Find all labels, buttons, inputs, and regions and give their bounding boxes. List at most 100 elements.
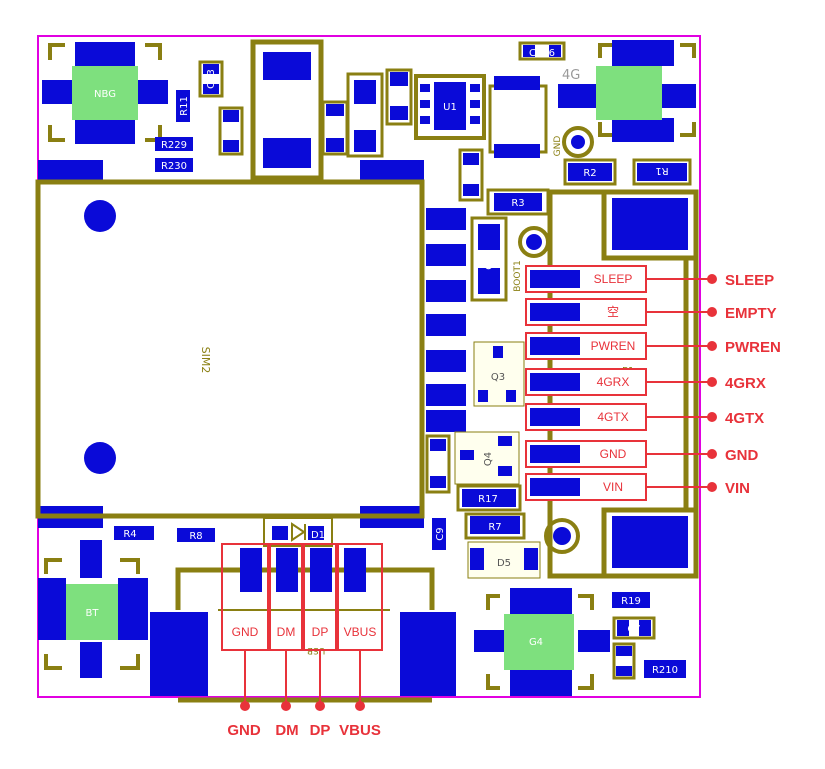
c1-label: C1 (280, 107, 293, 118)
c1-capacitor: C1 (250, 39, 324, 181)
r5-label: R5 (466, 168, 477, 181)
q3-label: Q3 (491, 372, 505, 383)
r21-label: R21 (360, 107, 371, 127)
usb-pin-box-label: DP (312, 625, 329, 639)
q4-label: Q4 (483, 452, 494, 466)
p1-pin-2: 空 EMPTY (525, 298, 777, 326)
usb-connector: USB (150, 548, 456, 703)
l3-label: L3 (510, 112, 522, 123)
r8-label: R8 (189, 531, 202, 542)
r210-label: R210 (652, 665, 678, 676)
nbg-label: NBG (94, 89, 116, 100)
sim2-holder: SIM2 (35, 160, 466, 528)
p1-pin-dot (707, 377, 717, 387)
p1-pin-5: 4GTX 4GTX (525, 403, 764, 431)
bt-label: BT (86, 608, 100, 619)
r19-label: R19 (621, 596, 641, 607)
p1-connector: P1 (544, 189, 699, 579)
p1-pin-dot (707, 482, 717, 492)
c8-label: C8 (226, 124, 237, 137)
c2-label: C2 (484, 256, 495, 269)
p1-pin-pad (530, 337, 580, 355)
bt-antenna: BT (38, 540, 148, 678)
r1-label: R1 (655, 165, 668, 176)
l3-inductor: L3 (488, 76, 548, 158)
p1-pin-box-label: SLEEP (594, 272, 633, 286)
g4-label: G4 (529, 637, 543, 648)
usb-pin-dot (315, 701, 325, 711)
g4-antenna: G4 (474, 588, 610, 696)
4g-antenna: 4G (558, 40, 696, 142)
p1-pin-pad (530, 270, 580, 288)
gnd-testpoint: GND (553, 126, 594, 158)
p1-pin-pad (530, 478, 580, 496)
p1-pin-ext-label: GND (725, 447, 759, 464)
p1-pin-dot (707, 449, 717, 459)
c9-label: C9 (435, 527, 446, 540)
r6-label: R6 (394, 90, 405, 103)
p1-pin-pad (530, 445, 580, 463)
r13-label: R13 (433, 456, 444, 476)
4g-label: 4G (562, 68, 580, 83)
usb-pin-box-label: GND (232, 625, 259, 639)
d5-label: D5 (497, 558, 511, 569)
p1-pin-ext-label: EMPTY (725, 305, 777, 322)
p1-pin-pad (530, 373, 580, 391)
p1-pin-dot (707, 274, 717, 284)
q3-transistor: Q3 (473, 341, 525, 407)
r3-label: R3 (511, 198, 524, 209)
l1-label: L1 (619, 655, 630, 667)
d5-diode: D5 (467, 541, 541, 579)
p1-pin-box-label: GND (600, 447, 627, 461)
usb-pin-3: DP DP (303, 543, 337, 739)
sim2-label: SIM2 (199, 347, 212, 374)
c13-label: C13 (206, 69, 217, 89)
c11-r21-r6: C11 R21 R6 (321, 68, 413, 158)
usb-pin-dot (240, 701, 250, 711)
u1-label: U1 (443, 102, 457, 113)
p1-pin-ext-label: PWREN (725, 339, 781, 356)
usb-pin-2: DM DM (269, 543, 303, 739)
p1-pin-pad (530, 303, 580, 321)
r2-label: R2 (583, 168, 596, 179)
usb-pin-1: GND GND (221, 543, 269, 739)
p1-pin-dot (707, 412, 717, 422)
p1-pin-ext-label: VIN (725, 480, 750, 497)
p1-pin-7: VIN VIN (525, 473, 750, 501)
r11-label: R11 (179, 96, 190, 116)
p1-pin-dot (707, 341, 717, 351)
p1-pin-dot (707, 307, 717, 317)
p1-pin-3: PWREN PWREN (525, 332, 781, 360)
r229-label: R229 (161, 140, 187, 151)
p1-pin-ext-label: 4GRX (725, 375, 766, 392)
usb-pin-ext-label: DP (310, 722, 331, 739)
c206-label: C206 (529, 48, 555, 59)
r4-r8-d1-c9: R4 R8 D1 C9 (114, 517, 446, 550)
p1-pin-box-label: 空 (607, 305, 619, 319)
p1-pin-box-label: VIN (603, 480, 623, 494)
boot1-label: BOOT1 (513, 260, 523, 291)
r17-label: R17 (478, 494, 498, 505)
usb-pin-ext-label: DM (275, 722, 298, 739)
r4-label: R4 (123, 529, 136, 540)
small-parts-top-left: C13 R11 C8 R229 R230 (155, 60, 244, 172)
nbg-antenna: NBG (42, 42, 168, 144)
p1-pin-box-label: PWREN (591, 339, 636, 353)
usb-pin-dot (355, 701, 365, 711)
c206: C206 (518, 41, 566, 61)
r5-r3-c2-boot: R5 R3 C2 BOOT1 (458, 148, 550, 302)
r230-label: R230 (161, 161, 187, 172)
r2-r1: R2 R1 (563, 158, 692, 186)
usb-pin-ext-label: GND (227, 722, 261, 739)
usb-pin-box-label: DM (277, 625, 296, 639)
p1-pin-box-label: 4GTX (597, 410, 628, 424)
p1-pin-ext-label: SLEEP (725, 272, 774, 289)
c11-label: C11 (330, 118, 341, 138)
usb-pin-ext-label: VBUS (339, 722, 381, 739)
p1-pin-ext-label: 4GTX (725, 410, 764, 427)
